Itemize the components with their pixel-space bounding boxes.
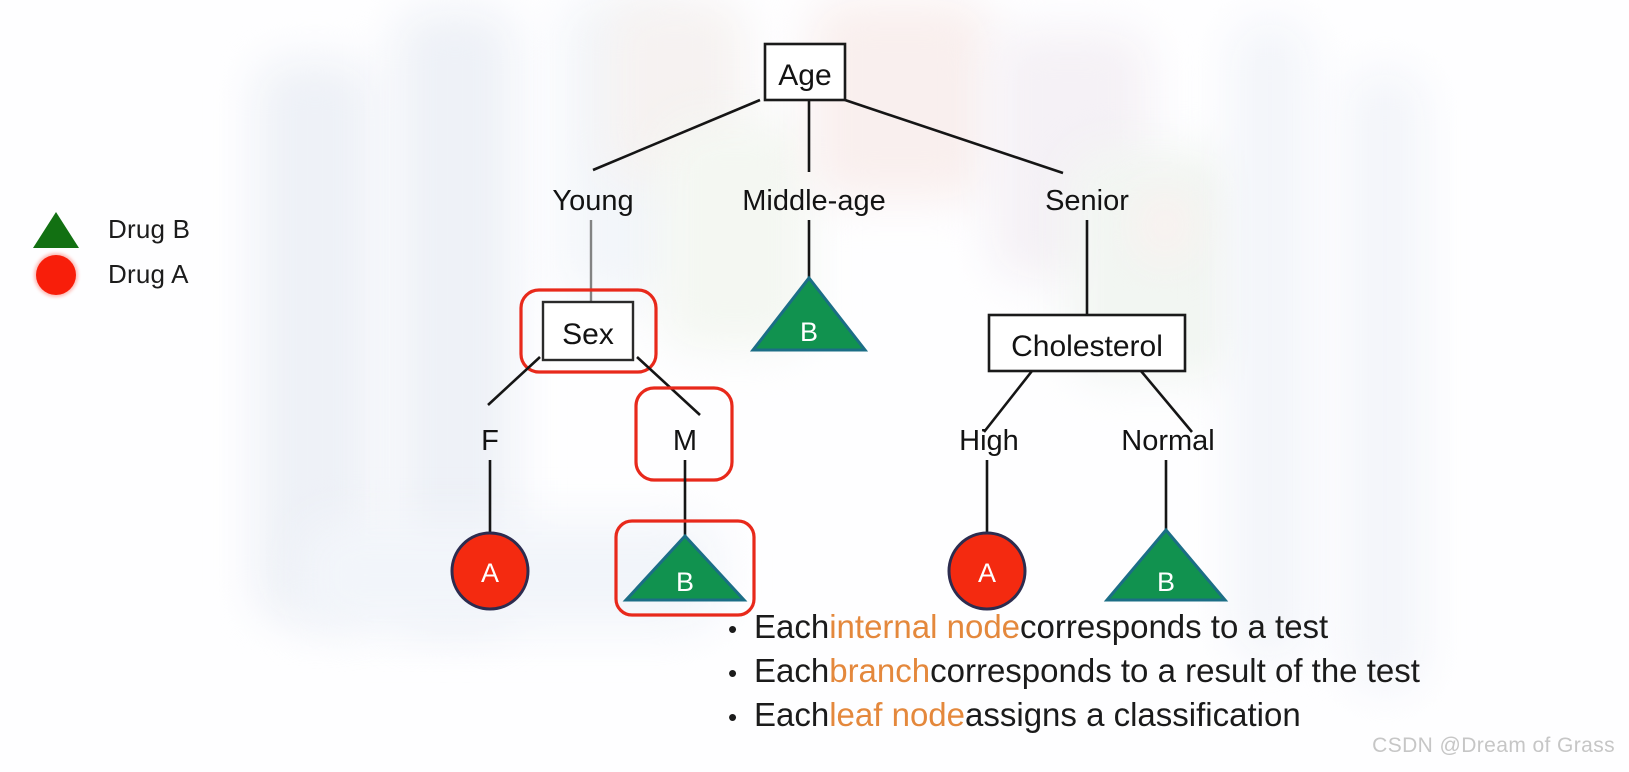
legend-label-drug-b: Drug B xyxy=(108,214,191,244)
edge-cholesterol-to-high xyxy=(982,370,1034,433)
node-sex-box[interactable] xyxy=(541,300,635,362)
node-cholesterol-label: Cholesterol xyxy=(1011,330,1163,363)
leaf-b-middle-label: B xyxy=(800,317,818,347)
leaf-a-high-label: A xyxy=(978,558,996,588)
legend-item-drug-a: Drug A xyxy=(28,252,190,297)
bullet-dot-icon: • xyxy=(728,658,738,688)
legend: Drug B Drug A xyxy=(28,207,190,297)
bullet-item-internal-node: • Each internal node corresponds to a te… xyxy=(728,606,1558,650)
leaf-b-male-label: B xyxy=(676,567,694,597)
bullet-text-pre-0: Each xyxy=(754,608,830,645)
bullet-highlight-0: internal node xyxy=(829,608,1021,645)
legend-label-drug-a: Drug A xyxy=(108,259,189,289)
leaf-b-normal-label: B xyxy=(1157,567,1175,597)
leaf-a-high-circle[interactable] xyxy=(947,531,1027,611)
bullet-item-leaf-node: • Each leaf node assigns a classificatio… xyxy=(728,694,1558,738)
node-age-box[interactable] xyxy=(763,42,847,102)
branch-m-label: M xyxy=(673,425,697,457)
edge-age-to-senior xyxy=(844,98,1064,175)
bullet-highlight-1: branch xyxy=(829,652,931,689)
edge-sex-to-m xyxy=(636,356,701,416)
branch-f-label: F xyxy=(481,425,499,457)
bullet-text-post-2: assigns a classification xyxy=(965,696,1301,733)
branch-young-label: Young xyxy=(552,185,633,217)
edge-sex-to-f xyxy=(487,356,541,406)
bullet-dot-icon: • xyxy=(728,702,738,732)
node-cholesterol-box[interactable] xyxy=(987,313,1187,373)
leaf-b-male-triangle[interactable] xyxy=(622,533,748,602)
branch-normal-label: Normal xyxy=(1121,425,1214,457)
leaf-b-normal-triangle[interactable] xyxy=(1103,527,1229,602)
branch-high-label: High xyxy=(959,425,1019,457)
edge-cholesterol-to-normal xyxy=(1140,370,1193,433)
bullet-highlight-2: leaf node xyxy=(829,696,966,733)
legend-circle-icon xyxy=(28,254,84,295)
highlight-box-sex xyxy=(519,288,658,374)
bullet-text-post-1: corresponds to a result of the test xyxy=(930,652,1420,689)
bullet-item-branch: • Each branch corresponds to a result of… xyxy=(728,650,1558,694)
bullet-list: • Each internal node corresponds to a te… xyxy=(728,606,1558,738)
bullet-text-pre-1: Each xyxy=(754,652,830,689)
legend-triangle-icon xyxy=(28,211,84,248)
branch-middle-label: Middle-age xyxy=(742,185,885,217)
branch-senior-label: Senior xyxy=(1045,185,1129,217)
leaf-a-female-label: A xyxy=(481,558,499,588)
leaf-a-female-circle[interactable] xyxy=(450,531,530,611)
highlight-box-leaf-b-male xyxy=(614,519,756,617)
watermark: CSDN @Dream of Grass xyxy=(1372,734,1615,757)
legend-item-drug-b: Drug B xyxy=(28,207,190,252)
node-age-label: Age xyxy=(778,59,831,92)
bullet-text-post-0: corresponds to a test xyxy=(1020,608,1329,645)
node-sex-label: Sex xyxy=(562,318,614,351)
edge-age-to-young xyxy=(592,98,761,172)
bullet-text-pre-2: Each xyxy=(754,696,830,733)
leaf-b-middle-triangle[interactable] xyxy=(749,275,869,352)
bullet-dot-icon: • xyxy=(728,614,738,644)
